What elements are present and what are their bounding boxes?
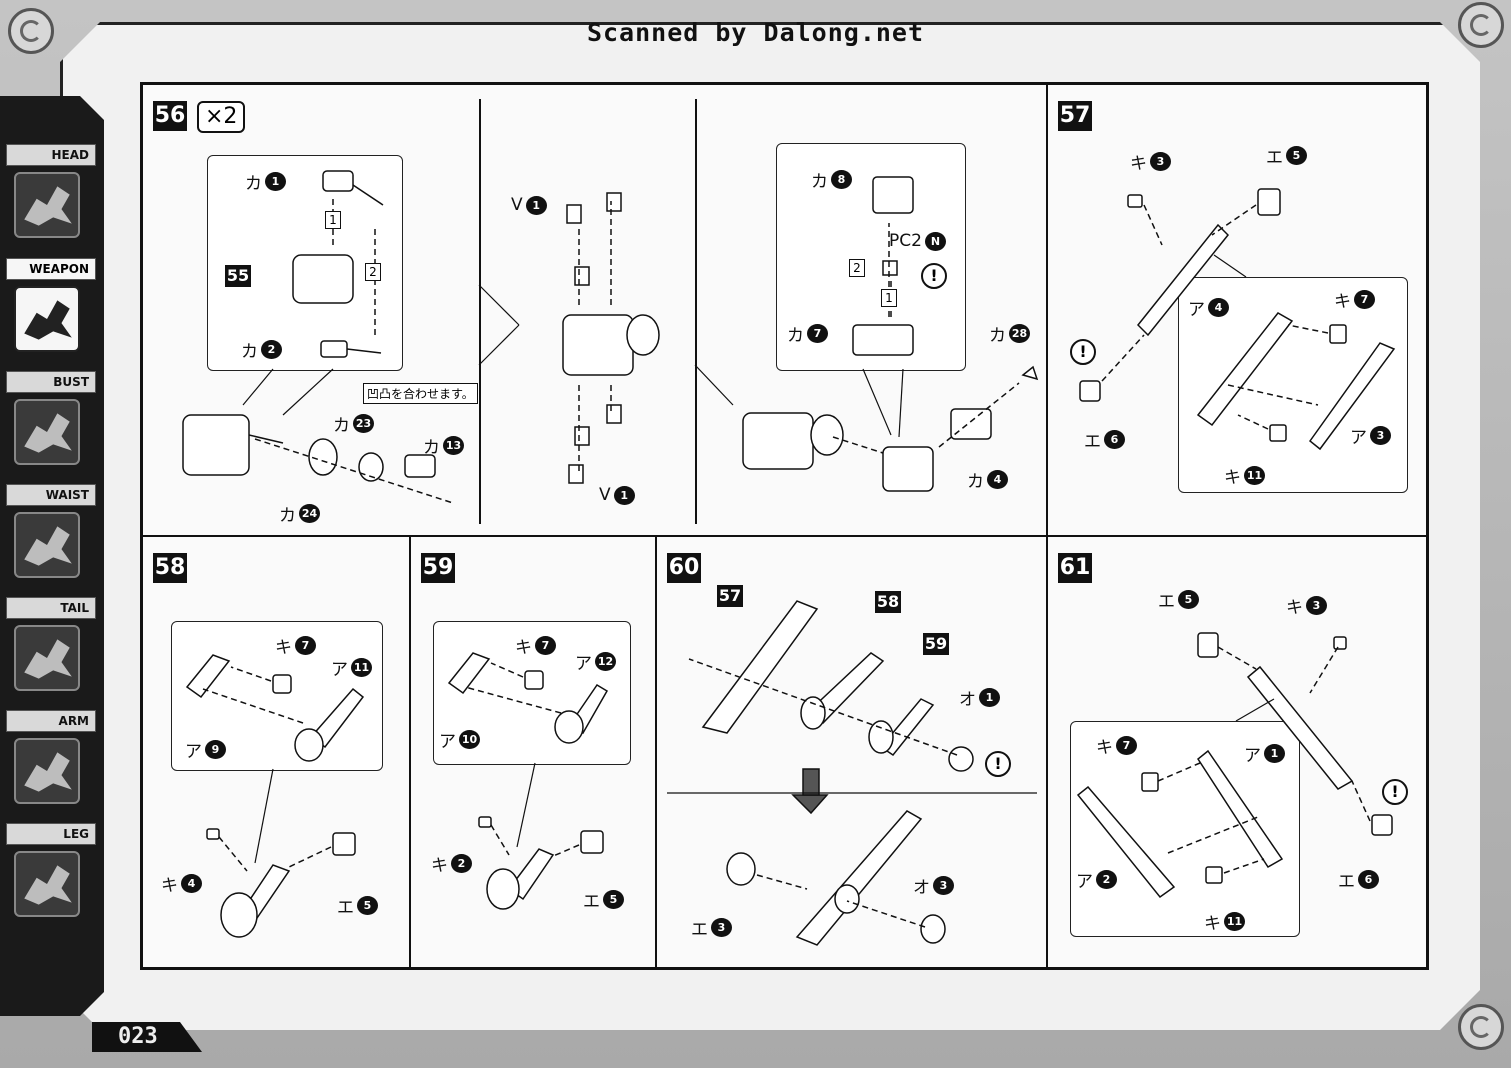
- step-60-panel: 60 57 58 59: [656, 536, 1047, 968]
- reference-step-55: 55: [225, 265, 251, 287]
- step-multiplier: ×2: [197, 101, 246, 133]
- sidebar-item-label: BUST: [6, 371, 96, 393]
- step-number: 57: [1058, 101, 1092, 131]
- sidebar-item-label: WEAPON: [6, 258, 96, 280]
- dragon-head-icon: [14, 172, 80, 238]
- scan-credit: Scanned by Dalong.net: [586, 18, 925, 47]
- order-number: 1: [881, 289, 897, 307]
- reference-step-59: 59: [923, 633, 949, 655]
- reference-step-58: 58: [875, 591, 901, 613]
- step-57-drawing: [1079, 188, 1396, 451]
- step-number: 59: [421, 553, 455, 583]
- order-number: 2: [365, 263, 381, 281]
- sidebar-item-bust[interactable]: BUST: [6, 371, 96, 471]
- leg-icon: [14, 851, 80, 917]
- corner-logo-icon: [1458, 2, 1504, 48]
- step-58-drawing: [185, 654, 365, 938]
- warning-icon: !: [921, 263, 947, 289]
- warning-icon: !: [1070, 339, 1096, 365]
- step-number: 56: [153, 101, 187, 131]
- claw-weapon-icon: [14, 286, 80, 352]
- sidebar-item-tail[interactable]: TAIL: [6, 597, 96, 697]
- arm-icon: [14, 738, 80, 804]
- reference-step-57: 57: [717, 585, 743, 607]
- corner-logo-icon: [8, 8, 54, 54]
- instruction-grid: 56 ×2: [140, 82, 1429, 970]
- step-60-drawing: [667, 600, 1037, 946]
- step-number: 60: [667, 553, 701, 583]
- sidebar-item-label: TAIL: [6, 597, 96, 619]
- bust-icon: [14, 399, 80, 465]
- step-61-drawing: [1076, 632, 1393, 899]
- sidebar-item-weapon[interactable]: WEAPON: [6, 258, 96, 358]
- alignment-note: 凹凸を合わせます。: [363, 383, 478, 404]
- sub-divider: [695, 99, 697, 524]
- tail-icon: [14, 625, 80, 691]
- warning-icon: !: [985, 751, 1011, 777]
- sidebar-item-label: LEG: [6, 823, 96, 845]
- warning-icon: !: [1382, 779, 1408, 805]
- sub-divider: [479, 99, 481, 524]
- sidebar-item-waist[interactable]: WAIST: [6, 484, 96, 584]
- sidebar-item-label: ARM: [6, 710, 96, 732]
- step-56-panel: 56 ×2: [142, 84, 1047, 536]
- sidebar-item-leg[interactable]: LEG: [6, 823, 96, 923]
- step-59-drawing: [447, 652, 609, 910]
- step-number: 61: [1058, 553, 1092, 583]
- sidebar-item-head[interactable]: HEAD: [6, 144, 96, 244]
- step-56-drawing: [182, 170, 1039, 504]
- order-number: 1: [325, 211, 341, 229]
- sidebar-item-label: HEAD: [6, 144, 96, 166]
- sidebar-item-label: WAIST: [6, 484, 96, 506]
- corner-logo-icon: [1458, 1004, 1504, 1050]
- step-number: 58: [153, 553, 187, 583]
- sidebar-item-arm[interactable]: ARM: [6, 710, 96, 810]
- waist-icon: [14, 512, 80, 578]
- order-number: 2: [849, 259, 865, 277]
